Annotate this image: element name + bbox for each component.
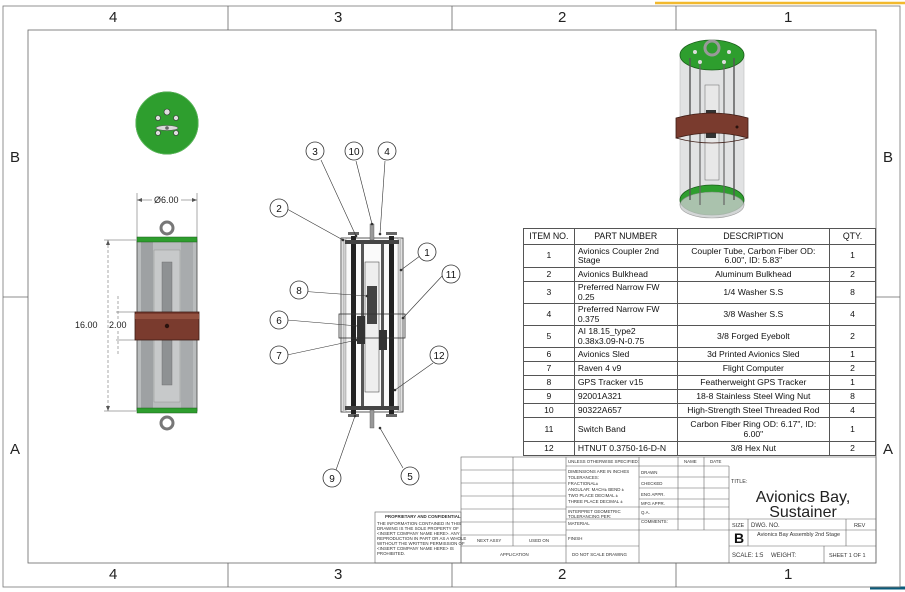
top-view — [135, 91, 199, 155]
qa-label: Q.A. — [641, 510, 650, 515]
tolerancing-label: TOLERANCING PER: — [568, 514, 611, 519]
isometric-view — [675, 39, 749, 219]
balloon-7: 7 — [276, 351, 282, 362]
bom-item: 12 — [523, 441, 575, 456]
bom-qty: 1 — [829, 417, 876, 442]
next-assy-label: NEXT ASSY — [477, 538, 501, 543]
zone-left-b: B — [10, 149, 21, 166]
size-label: SIZE — [732, 523, 745, 529]
proprietary-line: <INSERT COMPANY NAME HERE>. ANY — [377, 531, 460, 536]
balloon-9: 9 — [329, 474, 335, 485]
length-dimension: 16.00 — [75, 320, 98, 330]
eng-appr-label: ENG APPR. — [641, 492, 665, 497]
drawing-title-line1: Avionics Bay, — [756, 489, 851, 506]
do-not-scale-label: DO NOT SCALE DRAWING — [572, 552, 627, 557]
mfg-appr-label: MFG APPR. — [641, 501, 665, 506]
balloon-4: 4 — [384, 147, 390, 158]
bom-part: Switch Band — [573, 417, 678, 442]
proprietary-line: REPRODUCTION IN PART OR AS A WHOLE — [377, 536, 466, 541]
rev-label: REV — [854, 523, 866, 529]
zone-bottom-2: 2 — [558, 566, 567, 583]
balloon-6: 6 — [276, 316, 282, 327]
drawn-label: DRAWN — [641, 470, 657, 475]
dwg-no-value: Avionics Bay Assembly 2nd Stage — [757, 532, 840, 538]
title-label: TITLE: — [731, 479, 748, 485]
balloon-2: 2 — [276, 204, 282, 215]
balloon-11: 11 — [446, 270, 457, 281]
band-dimension: 2.00 — [109, 320, 127, 330]
balloon-5: 5 — [407, 472, 413, 483]
zone-ticks — [3, 6, 900, 587]
comments-label: COMMENTS: — [641, 519, 668, 524]
proprietary-title: PROPRIETARY AND CONFIDENTIAL — [385, 514, 461, 519]
zone-bottom-3: 3 — [334, 566, 343, 583]
interpret-label: INTERPRET GEOMETRIC — [568, 509, 621, 514]
bom-qty: 2 — [829, 441, 876, 456]
sheet-value: SHEET 1 OF 1 — [829, 553, 866, 559]
proprietary-line: THE INFORMATION CONTAINED IN THIS — [377, 521, 461, 526]
size-value: B — [734, 530, 744, 546]
weight-label: WEIGHT: — [771, 553, 796, 559]
fractional-label: FRACTIONAL± — [568, 481, 599, 486]
diameter-dimension: Ø6.00 — [152, 195, 181, 205]
three-place-label: THREE PLACE DECIMAL ± — [568, 499, 623, 504]
zone-left-a: A — [10, 441, 21, 458]
bom-part: Avionics Coupler 2nd Stage — [573, 244, 678, 268]
title-block-grid — [374, 456, 877, 564]
balloon-8: 8 — [296, 286, 302, 297]
date-label: DATE — [710, 459, 721, 464]
balloon-12: 12 — [433, 351, 445, 362]
balloon-10: 10 — [348, 147, 360, 158]
zone-top-2: 2 — [558, 9, 567, 26]
proprietary-line: <INSERT COMPANY NAME HERE> IS — [377, 546, 454, 551]
bom-header-row: ITEM NO. PART NUMBER DESCRIPTION QTY. — [523, 228, 876, 245]
material-label: MATERIAL — [568, 521, 590, 526]
balloon-1: 1 — [424, 248, 430, 259]
drawing-title-line2: Sustainer — [769, 504, 837, 521]
scale-value: SCALE: 1:5 — [732, 553, 764, 559]
zone-right-b: B — [883, 149, 894, 166]
unless-label: UNLESS OTHERWISE SPECIFIED: — [568, 459, 639, 464]
zone-bottom-1: 1 — [784, 566, 793, 583]
bom-part: AI 18.15_type2 0.38x3.09-N-0.75 — [573, 325, 678, 348]
balloon-3: 3 — [312, 147, 318, 158]
dims-label: DIMENSIONS ARE IN INCHES — [568, 469, 629, 474]
proprietary-line: DRAWING IS THE SOLE PROPERTY OF — [377, 526, 459, 531]
outer-border — [2, 5, 901, 588]
finish-label: FINISH — [568, 536, 582, 541]
zone-top-1: 1 — [784, 9, 793, 26]
tolerances-label: TOLERANCES: — [568, 475, 599, 480]
section-view — [286, 159, 444, 471]
name-label: NAME — [684, 459, 697, 464]
two-place-label: TWO PLACE DECIMAL ± — [568, 493, 619, 498]
zone-top-3: 3 — [334, 9, 343, 26]
application-label: APPLICATION — [500, 552, 529, 557]
checked-label: CHECKED — [641, 481, 662, 486]
proprietary-line: PROHIBITED. — [377, 551, 405, 556]
angular-label: ANGULAR: MACH± BEND ± — [568, 487, 625, 492]
zone-bottom-4: 4 — [109, 566, 118, 583]
proprietary-line: WITHOUT THE WRITTEN PERMISSION OF — [377, 541, 465, 546]
used-on-label: USED ON — [529, 538, 549, 543]
zone-right-a: A — [883, 441, 894, 458]
dwg-no-label: DWG. NO. — [751, 523, 780, 529]
front-view — [104, 193, 200, 431]
bom-desc: 3/8 Hex Nut — [676, 441, 831, 456]
zone-top-4: 4 — [109, 9, 118, 26]
bom-part: HTNUT 0.3750-16-D-N — [573, 441, 678, 456]
